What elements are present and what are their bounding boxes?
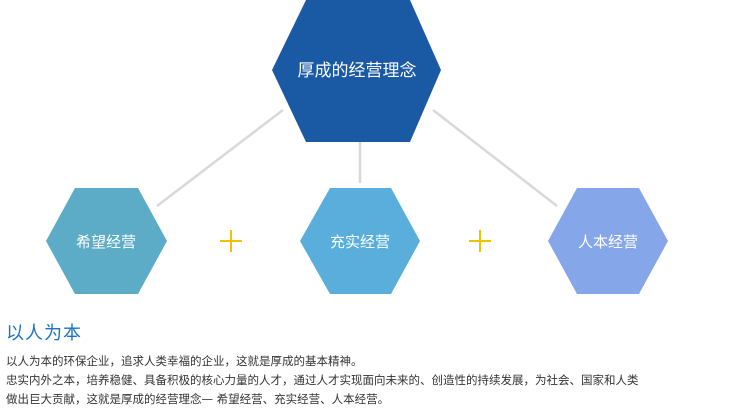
substantial-management-hexagon	[300, 188, 420, 294]
section-paragraph-line-1: 以人为本的环保企业，追求人类幸福的企业，这就是厚成的基本精神。	[6, 354, 363, 368]
node-substantial-management: 充实经营	[300, 188, 420, 294]
plus-icon-right	[469, 230, 491, 252]
section-paragraph-line-3: 做出巨大贡献，这就是厚成的经营理念— 希望经营、充实经营、人本经营。	[6, 392, 390, 406]
people-management-label: 人本经营	[578, 233, 638, 251]
plus-icon-left	[220, 230, 242, 252]
center-node-label: 厚成的经营理念	[298, 60, 417, 81]
philosophy-section: 以人为本 以人为本的环保企业，追求人类幸福的企业，这就是厚成的基本精神。 忠实内…	[6, 322, 730, 409]
center-hexagon	[272, 0, 441, 142]
section-title: 以人为本	[6, 323, 82, 344]
people-management-hexagon	[548, 188, 668, 294]
substantial-management-label: 充实经营	[330, 233, 390, 251]
hope-management-label: 希望经营	[76, 233, 136, 251]
connector-right	[432, 109, 558, 207]
node-hope-management: 希望经营	[46, 188, 167, 294]
node-people-management: 人本经营	[548, 188, 668, 294]
connector-left	[156, 109, 284, 207]
section-paragraph-line-2: 忠实内外之本，培养稳健、具备积极的核心力量的人才，通过人才实现面向未来的、创造性…	[6, 373, 639, 387]
philosophy-diagram: 厚成的经营理念 希望经营 充实经营 人本经营	[46, 0, 668, 294]
hope-management-hexagon	[46, 188, 167, 294]
center-node: 厚成的经营理念	[272, 0, 441, 142]
